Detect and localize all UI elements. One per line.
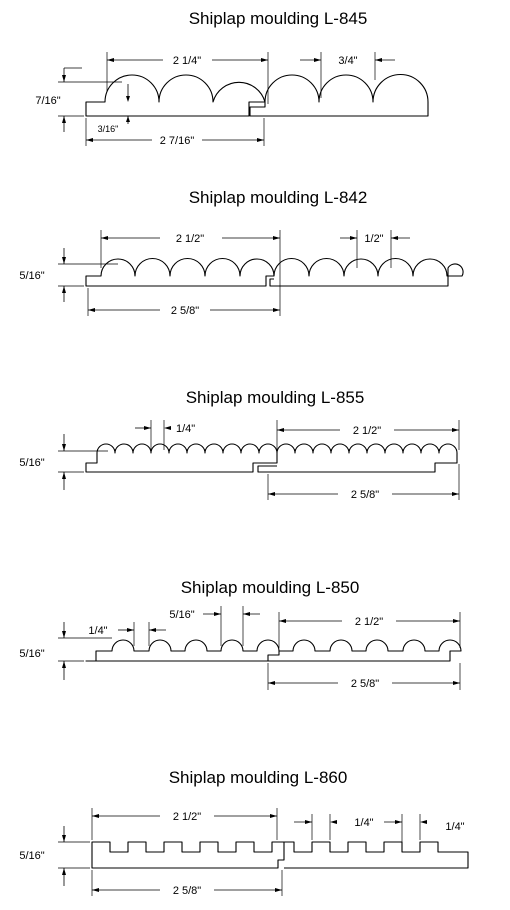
arrowhead [127, 628, 134, 632]
title-l842: Shiplap moulding L-842 [189, 188, 368, 207]
width-dimension-l845: 2 1/4" [173, 55, 201, 67]
moulding-l842: Shiplap moulding L-842 2 1/2" 1/2" 5/16"… [19, 188, 464, 317]
slot-dimension-l860: 1/4" [354, 817, 373, 829]
profile-l845-right [249, 73, 429, 117]
height-dimension-l842: 5/16" [19, 270, 44, 282]
arrowhead [452, 492, 459, 496]
width-dimension-l860: 2 1/2" [173, 811, 201, 823]
moulding-l855: Shiplap moulding L-855 1/4" 2 1/2" 5/16"… [19, 388, 460, 501]
overall-dimension-l842: 2 5/8" [171, 305, 199, 317]
moulding-l860: Shiplap moulding L-860 2 1/2" 1/4" 1/4" … [19, 768, 469, 897]
height-dimension-l855: 5/16" [19, 457, 44, 469]
arrowhead [92, 814, 99, 818]
arrowhead [453, 681, 460, 685]
arrowhead [62, 835, 66, 842]
title-l845: Shiplap moulding L-845 [189, 9, 368, 28]
bead-dimension-l855: 1/4" [176, 423, 195, 435]
profile-l860-left [91, 841, 285, 869]
arrowhead [270, 814, 277, 818]
offset-dimension-l845: 3/16" [98, 124, 119, 134]
arrowhead [453, 619, 460, 623]
title-l855: Shiplap moulding L-855 [186, 388, 365, 407]
arrowhead [144, 426, 151, 430]
profile-l850-right [268, 639, 462, 662]
arrowhead [62, 472, 66, 479]
arrowhead [126, 96, 130, 102]
height-dimension-l845: 7/16" [35, 95, 60, 107]
arrowhead [107, 58, 114, 62]
arrowhead [101, 236, 108, 240]
arrowhead [62, 116, 66, 123]
profile-l855-left [85, 443, 278, 473]
arrowhead [257, 138, 264, 142]
arrowhead [268, 492, 275, 496]
profile-l842-right [269, 257, 464, 287]
arrowhead [375, 58, 382, 62]
arrowhead [214, 612, 221, 616]
arrowhead [452, 428, 459, 432]
title-l850: Shiplap moulding L-850 [181, 578, 360, 597]
arrowhead [149, 628, 156, 632]
arrowhead [273, 308, 280, 312]
moulding-l850: Shiplap moulding L-850 1/4" 5/16" 2 1/2"… [19, 578, 462, 690]
width-dimension-l842: 2 1/2" [176, 233, 204, 245]
arrowhead [268, 681, 275, 685]
arrowhead [243, 612, 250, 616]
title-l860: Shiplap moulding L-860 [169, 768, 348, 787]
arrowhead [62, 631, 66, 638]
bead-dimension-l845: 3/4" [338, 55, 357, 67]
width-dimension-l855: 2 1/2" [353, 425, 381, 437]
arrowhead [62, 661, 66, 668]
land-dimension-l860: 1/4" [445, 821, 464, 833]
width-dimension-l850: 2 1/2" [355, 616, 383, 628]
profile-l855-right [257, 443, 458, 473]
arrowhead [86, 138, 93, 142]
profile-l845-left [85, 74, 266, 117]
arrowhead [391, 236, 398, 240]
profile-l850-left [85, 639, 280, 662]
overall-dimension-l860: 2 5/8" [173, 885, 201, 897]
overall-dimension-l855: 2 5/8" [351, 489, 379, 501]
arrowhead [62, 75, 66, 82]
arrowhead [273, 236, 280, 240]
arrowhead [261, 58, 268, 62]
arrowhead [275, 888, 282, 892]
height-dimension-l860: 5/16" [19, 850, 44, 862]
bead-dimension-l850: 5/16" [169, 609, 194, 621]
arrowhead [62, 868, 66, 875]
arrowhead [62, 257, 66, 264]
arrowhead [126, 116, 130, 122]
arrowhead [88, 308, 95, 312]
arrowhead [279, 619, 286, 623]
arrowhead [314, 58, 321, 62]
gap-dimension-l850: 1/4" [88, 625, 107, 637]
profile-l860-right [284, 841, 469, 869]
arrowhead [350, 236, 357, 240]
arrowhead [164, 426, 171, 430]
arrowhead [277, 428, 284, 432]
overall-dimension-l850: 2 5/8" [351, 678, 379, 690]
arrowhead [420, 820, 427, 824]
arrowhead [62, 286, 66, 293]
arrowhead [330, 820, 337, 824]
bead-dimension-l842: 1/2" [364, 233, 383, 245]
arrowhead [395, 820, 402, 824]
arrowhead [92, 888, 99, 892]
profile-l842-left [85, 257, 275, 287]
moulding-l845: Shiplap moulding L-845 2 1/4" 3/4" 7/16" [35, 9, 429, 147]
height-dimension-l850: 5/16" [19, 648, 44, 660]
overall-dimension-l845: 2 7/16" [160, 135, 195, 147]
arrowhead [305, 820, 312, 824]
arrowhead [62, 444, 66, 451]
